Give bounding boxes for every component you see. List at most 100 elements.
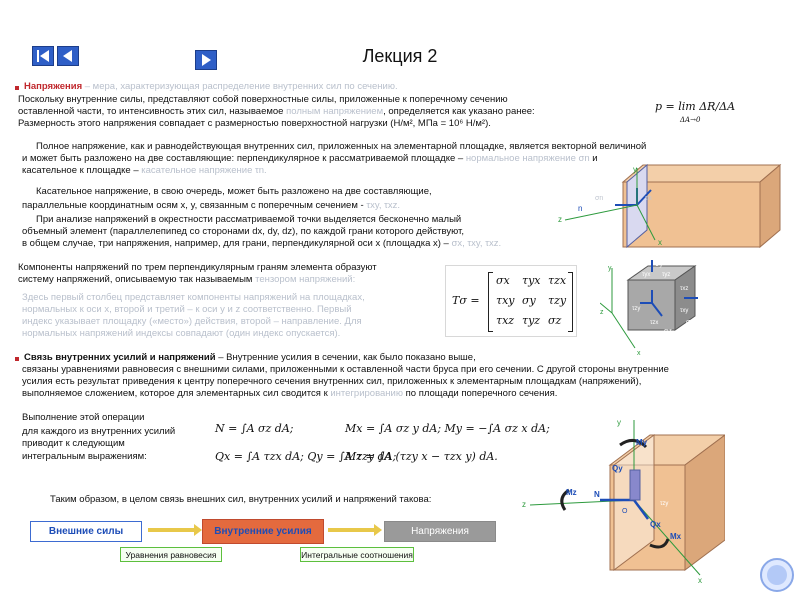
- sec4-note3: индекс указывает площадку («место») дейс…: [22, 316, 362, 327]
- axis-x-label: x: [698, 576, 702, 585]
- text: , определяется как указано ранее:: [383, 106, 535, 117]
- flow-external-forces: Внешние силы: [30, 521, 142, 542]
- face-x-stresses: σx, τxy, τxz.: [451, 238, 502, 249]
- sec1-line4: Размерность этого напряжения совпадает с…: [18, 118, 491, 129]
- sec3-line5: в общем случае, три напряжения, например…: [22, 238, 501, 251]
- bullet: [15, 86, 19, 90]
- sec5-line2: связаны уравнениями равновесия с внешним…: [22, 364, 669, 375]
- text: параллельные координатным осям x, y, свя…: [22, 200, 367, 211]
- summary-text: Таким образом, в целом связь внешних сил…: [50, 494, 432, 505]
- sec1-line2: Поскольку внутренние силы, представляют …: [18, 94, 508, 105]
- tensor-cell: τyx: [522, 274, 541, 287]
- tensor-cell: τxy: [496, 294, 515, 307]
- flow-arrow-head: [374, 524, 382, 536]
- stress-txy: τxy: [680, 308, 688, 314]
- bullet: [15, 357, 19, 361]
- sec5-line1: Связь внутренних усилий и напряжений – В…: [24, 352, 476, 365]
- sec2-line1: Полное напряжение, как и равнодействующа…: [36, 141, 647, 152]
- sec5-title: Связь внутренних усилий и напряжений: [24, 352, 216, 363]
- figure-internal-forces: y z x My Qy Mz N Qx Mx O τzy: [522, 418, 725, 585]
- tensor-cell: σx: [496, 274, 510, 287]
- tensor-bracket-right: [568, 272, 573, 332]
- sec2-line2: и может быть разложено на две составляющ…: [22, 153, 598, 166]
- axis-x-label: x: [637, 350, 641, 357]
- formula-N: N = ∫A σz dA;: [215, 422, 294, 435]
- text: в общем случае, три напряжения, например…: [22, 238, 452, 249]
- sec5-p1: Выполнение этой операции: [22, 412, 145, 423]
- stress-formula: p = lim ΔR/ΔA: [655, 100, 736, 113]
- stress-tensor: Tσ = σx τyx τzx τxy σy τzy τxz τyz σz: [445, 265, 577, 337]
- shear-components: τxy, τxz.: [366, 200, 401, 211]
- tensor-label: Tσ =: [452, 294, 480, 307]
- text: – Внутренние усилия в сечении, как было …: [215, 352, 476, 363]
- sec4-line2: систему напряжений, описываемую так назы…: [18, 274, 355, 287]
- sec3-line1: Касательное напряжение, в свою очередь, …: [36, 186, 432, 197]
- tensor-cell: τzy: [548, 294, 567, 307]
- flow-internal-forces: Внутренние усилия: [202, 519, 324, 544]
- axis-z-label: z: [558, 215, 562, 224]
- stress-tzy: τzy: [632, 306, 640, 312]
- stress-tzx: τzx: [650, 320, 658, 326]
- axis-z-label: z: [600, 309, 604, 316]
- presentation-logo-icon[interactable]: [760, 558, 794, 592]
- term-full-stress: полным напряжением: [286, 106, 384, 117]
- term-shear-stress: касательное напряжение τn.: [141, 165, 267, 176]
- text: касательное к площадке –: [22, 165, 142, 176]
- stress-txz: τxz: [680, 286, 688, 292]
- page-title: Лекция 2: [362, 46, 438, 66]
- next-slide-button[interactable]: [195, 50, 217, 70]
- text: выполняемое сложением, которое для элеме…: [22, 388, 331, 399]
- normal-label: n: [578, 204, 582, 213]
- text: систему напряжений, описываемую так назы…: [18, 274, 256, 285]
- sec4-note1: Здесь первый столбец представляет компон…: [22, 292, 365, 303]
- stress-sz: σz: [664, 328, 672, 335]
- text: и: [589, 153, 598, 164]
- stress-tyz: τyz: [662, 272, 670, 278]
- sec4-line1: Компоненты напряжений по трем перпендику…: [18, 262, 377, 273]
- figure-element-cube: y z x σy τyx τyz τxy τxz σx τzy τzx σz: [600, 260, 698, 357]
- tensor-bracket-left: [488, 272, 493, 332]
- prev-slide-button[interactable]: [57, 46, 79, 66]
- tensor-cell: σz: [548, 314, 562, 327]
- term-integration: интегрированию: [330, 388, 403, 399]
- tensor-cell: τyz: [522, 314, 541, 327]
- force-Mx: Mx: [670, 532, 682, 541]
- force-N: N: [594, 490, 600, 499]
- flow-arrow-head: [194, 524, 202, 536]
- axis-y-label: y: [633, 165, 637, 174]
- stress-formula-sub: ΔA→0: [680, 116, 701, 124]
- sec4-note2: нормальных к оси x, второй и третий – к …: [22, 304, 352, 315]
- force-Qx: Qx: [650, 520, 661, 529]
- tensor-cell: σy: [522, 294, 536, 307]
- sec3-line4: объемный элемент (параллелепипед со стор…: [22, 226, 464, 237]
- flow-internal-label: Внутренние усилия: [214, 526, 312, 537]
- stress-tyx: τyx: [642, 272, 650, 278]
- axis-x-label: x: [658, 238, 662, 247]
- flow-label-equilibrium: Уравнения равновесия: [120, 547, 222, 562]
- axis-z-label: z: [522, 500, 526, 509]
- term-stress-tensor: тензором напряжений:: [255, 274, 356, 285]
- tensor-cell: τxz: [496, 314, 515, 327]
- sec3-line2: параллельные координатным осям x, y, свя…: [22, 200, 400, 213]
- flow-arrow: [328, 528, 376, 532]
- stress-sy: σy: [655, 261, 663, 268]
- first-slide-button[interactable]: [32, 46, 54, 66]
- force-My: My: [636, 438, 648, 447]
- force-Qy: Qy: [612, 464, 623, 473]
- figure-section-stress: y z x n σn τn: [558, 163, 782, 249]
- force-Mz: Mz: [566, 488, 577, 497]
- sec5-line4: выполняемое сложением, которое для элеме…: [22, 388, 557, 401]
- sec2-line3: касательное к площадке – касательное нап…: [22, 165, 267, 178]
- flow-stresses: Напряжения: [384, 521, 496, 542]
- sec5-p4: интегральным выражениям:: [22, 451, 147, 462]
- tensor-cell: τzx: [548, 274, 567, 287]
- formula-Qx-Qy: Qx = ∫A τzx dA; Qy = ∫A τzy dA;: [215, 450, 397, 463]
- text: по площади поперечного сечения.: [402, 388, 558, 399]
- sec4-note4: нормальных напряжений индексы совпадают …: [22, 328, 341, 339]
- axis-y-label: y: [608, 265, 612, 272]
- sec3-line3: При анализе напряжений в окрестности рас…: [36, 214, 462, 225]
- term-normal-stress: нормальное напряжение σn: [465, 153, 590, 164]
- axis-y-label: y: [617, 418, 621, 427]
- sec5-p3: приводит к следующим: [22, 438, 125, 449]
- text: и может быть разложено на две составляющ…: [22, 153, 466, 164]
